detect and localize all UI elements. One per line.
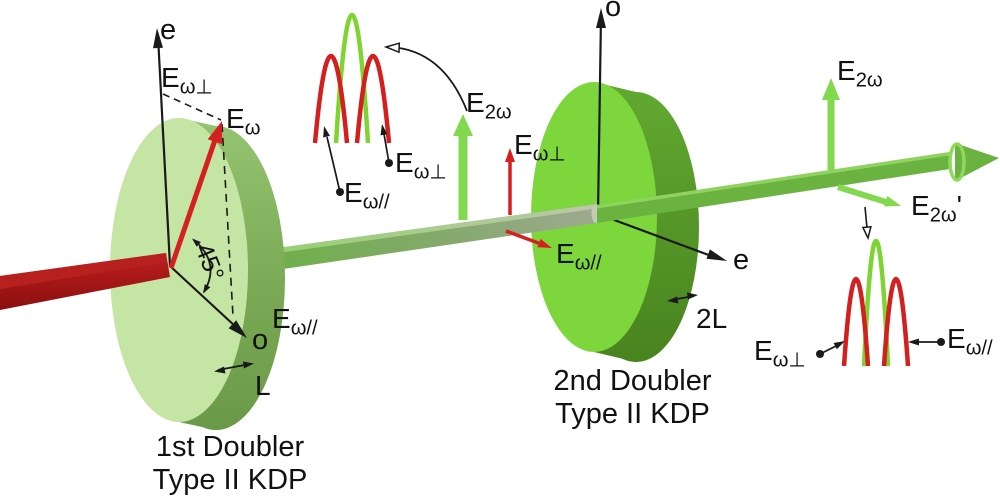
E-omega-par-label-pulse-left: Eω//	[344, 177, 390, 214]
E-2omega-label-right: E2ω	[837, 55, 883, 92]
pulse-group-after-crystal2	[841, 239, 911, 367]
thickness-L-label: L	[255, 370, 271, 401]
thickness-L-measure-arrow	[214, 361, 254, 374]
thickness-2L-label: 2L	[696, 303, 728, 334]
E-omega-perp-label-pulse-right: Eω⊥	[754, 335, 806, 372]
crystal2-o-axis-label: o	[605, 0, 622, 23]
E-omega-perp-label-crystal1: Eω⊥	[161, 62, 213, 99]
E-omega-par-label-crystal1: Eω//	[272, 303, 318, 340]
crystal1-o-axis-label: o	[252, 324, 269, 356]
input-beam-red	[0, 253, 170, 310]
crystal1-e-axis	[153, 28, 172, 267]
E-omega-vector-arrow	[168, 121, 222, 269]
E-omega-label-crystal1: Eω	[226, 103, 261, 140]
E-omega-par-arrow-middle	[505, 229, 552, 248]
E-omega-par-label-pulse-right: Eω//	[947, 323, 993, 360]
curved-arrow-to-green-pulse	[383, 42, 468, 112]
crystal2-o-axis	[596, 8, 606, 215]
E-2omega-arrow-right	[822, 78, 840, 170]
crystal1-disk	[110, 118, 285, 430]
crystal2-e-axis-label: e	[733, 244, 750, 276]
projection-dashed-lines	[162, 93, 234, 317]
thickness-2L-measure-arrow	[667, 292, 698, 304]
pulse-leader-E-omega-perp-left	[380, 124, 393, 167]
pulse-leader-E-omega-par-right	[908, 338, 945, 346]
angle-45-arc	[192, 238, 212, 294]
pulse-group-after-crystal1	[312, 13, 392, 144]
crystal1-o-axis	[169, 265, 247, 338]
down-arrow-to-green-pulse	[861, 206, 872, 241]
E-omega-perp-label-middle: Eω⊥	[514, 129, 566, 166]
crystal1-e-axis-label: e	[160, 14, 177, 46]
E-2omega-prime-arrow-right	[837, 184, 901, 207]
pulse-leader-E-omega-perp-right	[816, 341, 845, 358]
E-2omega-prime-label: E2ω'	[911, 190, 962, 227]
E-2omega-arrow-middle	[453, 114, 473, 220]
beam-rod-output-arrow	[597, 142, 999, 223]
E-omega-perp-arrow-middle	[505, 148, 515, 215]
E-omega-perp-label-pulse-left: Eω⊥	[395, 147, 447, 184]
crystal2-title: 2nd Doubler Type II KDP	[553, 365, 712, 430]
pulse-leader-E-omega-par-left	[323, 126, 344, 196]
crystal2-e-axis	[597, 212, 727, 261]
E-2omega-label-middle: E2ω	[466, 87, 512, 124]
crystal1-title: 1st Doubler Type II KDP	[152, 431, 308, 496]
E-omega-par-label-middle: Eω//	[556, 238, 602, 275]
